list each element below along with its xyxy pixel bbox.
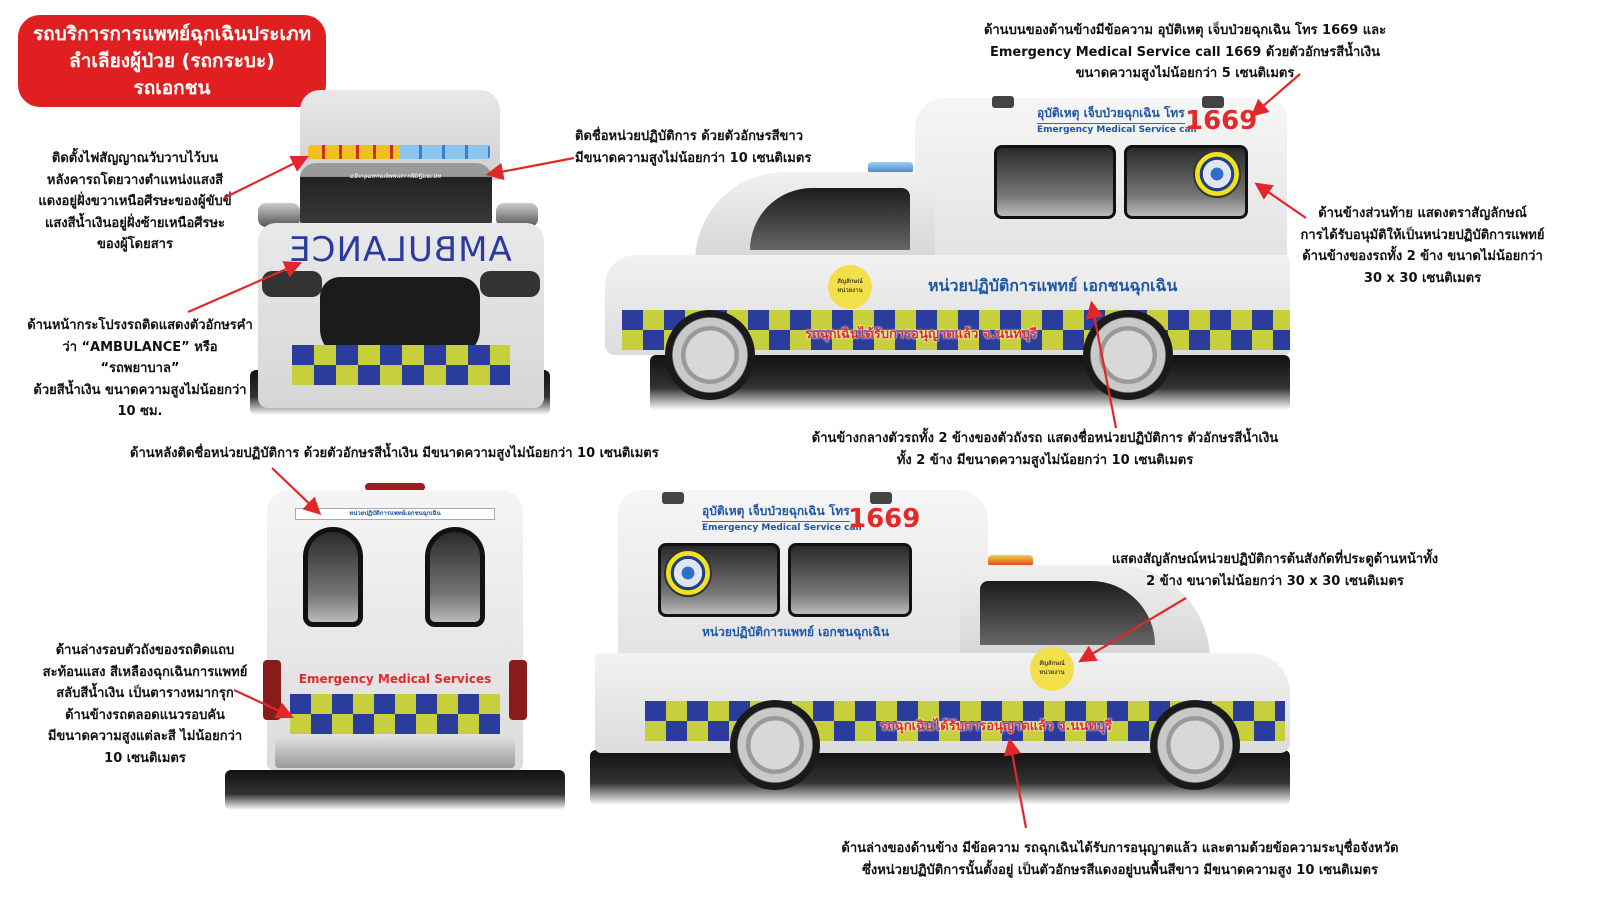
approval-emblem — [664, 549, 712, 597]
annotation-line: ด้านหลังติดชื่อหน่วยปฏิบัติการ ด้วยตัวอั… — [130, 446, 659, 461]
front-wheel — [1150, 700, 1240, 790]
canopy-vent — [870, 492, 892, 504]
annotation-line: ติดตั้งไฟสัญญาณวับวาบไว้บน — [51, 151, 219, 166]
rear-bumper — [275, 738, 515, 768]
annotation-line: แสดงสัญลักษณ์หน่วยปฏิบัติการต้นสังกัดที่… — [1111, 552, 1439, 567]
annotation-door-emblem: แสดงสัญลักษณ์หน่วยปฏิบัติการต้นสังกัดที่… — [1110, 549, 1440, 592]
annotation-line: ด้านข้างกลางตัวรถทั้ง 2 ข้างของตัวถังรถ … — [811, 431, 1279, 446]
front-checker-strip — [292, 345, 510, 385]
side-view-vehicle-left: อุบัติเหตุ เจ็บป่วยฉุกเฉิน โทร Emergency… — [600, 90, 1300, 415]
annotation-rear-side-emblem: ด้านข้างส่วนท้าย แสดงตราสัญลักษณ์ การได้… — [1300, 203, 1545, 289]
rear-window-right — [425, 527, 485, 627]
hotline-number: 1669 — [848, 504, 921, 534]
annotation-line: 10 เซนติเมตร — [104, 750, 186, 766]
emblem-placeholder: สัญลักษณ์ หน่วยงาน — [1030, 647, 1074, 691]
annotation-front-hood: ด้านหน้ากระโปรงรถติดแสดงตัวอักษรคำ ว่า “… — [20, 315, 260, 423]
canopy-vent — [992, 96, 1014, 108]
annotation-line: ขนาดความสูงไม่น้อยกว่า 5 เซนติเมตร — [1075, 66, 1295, 81]
annotation-line: ด้านหน้ากระโปรงรถติดแสดงตัวอักษรคำ — [27, 318, 253, 333]
emblem-label: สัญลักษณ์ — [837, 278, 863, 285]
annotation-line: ติดชื่อหน่วยปฏิบัติการ ด้วยตัวอักษรสีขาว — [575, 129, 803, 144]
rear-brake-light — [365, 483, 425, 491]
windshield: หน่วยปฏิบัติการแพทย์เอกชนฉุกเฉิน — [300, 163, 492, 225]
headlight-left — [262, 271, 322, 297]
title-box: รถบริการการแพทย์ฉุกเฉินประเภท ลำเลียงผู้… — [18, 15, 326, 107]
canopy-vent — [1202, 96, 1224, 108]
canopy-unit-name: หน่วยปฏิบัติการแพทย์ เอกชนฉุกเฉิน — [702, 625, 890, 639]
rear-window-left — [303, 527, 363, 627]
approval-emblem — [1193, 150, 1241, 198]
cab-window — [750, 188, 910, 250]
annotation-line: ด้านบนของด้านข้างมีข้อความ อุบัติเหตุ เจ… — [983, 23, 1387, 38]
annotation-line: การได้รับอนุมัติให้เป็นหน่วยปฏิบัติการแพ… — [1300, 227, 1545, 243]
rear-wheel — [730, 700, 820, 790]
annotation-line: ด้านข้างของรถทั้ง 2 ข้าง ขนาดไม่น้อยกว่า — [1302, 249, 1543, 264]
tail-light-left — [263, 660, 281, 720]
annotation-line: ด้านข้างส่วนท้าย แสดงตราสัญลักษณ์ — [1318, 206, 1527, 221]
annotation-lower-side-text: ด้านล่างของด้านข้าง มีข้อความ รถฉุกเฉินไ… — [830, 838, 1410, 881]
annotation-line: 2 ข้าง ขนาดไม่น้อยกว่า 30 x 30 เซนติเมตร — [1146, 573, 1404, 589]
hotline-number: 1669 — [1185, 106, 1258, 136]
title-line: รถเอกชน — [133, 77, 211, 99]
side-view-vehicle-right: อุบัติเหตุ เจ็บป่วยฉุกเฉิน โทร Emergency… — [590, 485, 1300, 810]
title-line: ลำเลียงผู้ป่วย (รถกระบะ) — [69, 50, 275, 72]
permit-text: รถฉุกเฉินได้รับการอนุญาตแล้ว จ.นนทบุรี — [805, 327, 1037, 342]
emblem-placeholder: สัญลักษณ์ หน่วยงาน — [828, 265, 872, 309]
annotation-windshield-name: ติดชื่อหน่วยปฏิบัติการ ด้วยตัวอักษรสีขาว… — [575, 126, 811, 169]
canopy-text-thai: อุบัติเหตุ เจ็บป่วยฉุกเฉิน โทร — [1037, 104, 1185, 124]
rear-view-vehicle: หน่วยปฏิบัติการแพทย์เอกชนฉุกเฉิน Emergen… — [225, 480, 565, 810]
annotation-light-bar: ติดตั้งไฟสัญญาณวับวาบไว้บน หลังคารถโดยวา… — [20, 148, 250, 256]
annotation-line: 30 x 30 เซนติเมตร — [1363, 270, 1482, 286]
canopy-text-english: Emergency Medical Service call — [1037, 125, 1197, 135]
front-light-bar — [308, 145, 490, 159]
annotation-line: ทั้ง 2 ข้าง มีขนาดความสูงไม่น้อยกว่า 10 … — [896, 452, 1194, 468]
red-light-bar — [988, 555, 1033, 567]
annotation-line: สะท้อนแสง สีเหลืองฉุกเฉินการแพทย์ — [42, 664, 248, 680]
windshield-text: หน่วยปฏิบัติการแพทย์เอกชนฉุกเฉิน — [350, 173, 442, 180]
rear-ems-text: Emergency Medical Services — [298, 672, 492, 686]
annotation-line: แสงสีน้ำเงินอยู่ฝั่งซ้ายเหนือศีรษะ — [44, 215, 226, 231]
canopy-text-thai: อุบัติเหตุ เจ็บป่วยฉุกเฉิน โทร — [702, 502, 850, 522]
annotation-top-side-text: ด้านบนของด้านข้างมีข้อความ อุบัติเหตุ เจ… — [975, 20, 1395, 85]
annotation-line: ซึ่งหน่วยปฏิบัติการนั้นตั้งอยู่ เป็นตัวอ… — [862, 862, 1378, 878]
annotation-middle-side-name: ด้านข้างกลางตัวรถทั้ง 2 ข้างของตัวถังรถ … — [800, 428, 1290, 471]
canopy-text-english: Emergency Medical Service call — [702, 523, 862, 533]
headlight-right — [480, 271, 540, 297]
annotation-line: ด้านล่างของด้านข้าง มีข้อความ รถฉุกเฉินไ… — [841, 841, 1399, 856]
tail-light-right — [509, 660, 527, 720]
title-line: รถบริการการแพทย์ฉุกเฉินประเภท — [32, 23, 312, 45]
emblem-label: หน่วยงาน — [1039, 669, 1065, 676]
annotation-line: ด้านข้างรถตลอดแนวรอบคัน — [65, 707, 225, 723]
annotation-line: ด้านล่างรอบตัวถังของรถติดแถบ — [55, 643, 235, 658]
hood-text: AMBULANCE — [288, 230, 512, 270]
annotation-line: หลังคารถโดยวางตำแหน่งแสงสี — [46, 172, 224, 188]
front-view-vehicle: หน่วยปฏิบัติการแพทย์เอกชนฉุกเฉิน AMBULAN… — [240, 85, 560, 415]
emblem-label: หน่วยงาน — [837, 287, 863, 294]
canopy-window-front — [788, 543, 912, 617]
annotation-line: 10 ซม. — [117, 404, 163, 419]
annotation-line: แดงอยู่ฝั่งขวาเหนือศีรษะของผู้ขับขี่ — [38, 194, 232, 209]
unit-name-text: หน่วยปฏิบัติการแพทย์ เอกชนฉุกเฉิน — [928, 276, 1178, 295]
permit-text: รถฉุกเฉินได้รับการอนุญาตแล้ว จ.นนทบุรี — [880, 719, 1112, 734]
rear-wheel — [1083, 310, 1173, 400]
rear-name-banner: หน่วยปฏิบัติการแพทย์เอกชนฉุกเฉิน — [295, 508, 495, 520]
blue-light-bar — [868, 162, 913, 174]
canopy-window-front — [994, 145, 1116, 219]
annotation-rear-name: ด้านหลังติดชื่อหน่วยปฏิบัติการ ด้วยตัวอั… — [130, 443, 659, 465]
annotation-line: “รถพยาบาล” — [100, 361, 180, 376]
annotation-line: มีขนาดความสูงแต่ละสี ไม่น้อยกว่า — [47, 729, 243, 744]
canopy-vent — [662, 492, 684, 504]
annotation-line: ว่า “AMBULANCE” หรือ — [62, 339, 218, 355]
annotation-line: มีขนาดความสูงไม่น้อยกว่า 10 เซนติเมตร — [575, 150, 812, 166]
emblem-label: สัญลักษณ์ — [1039, 660, 1065, 667]
annotation-line: ด้วยสีน้ำเงิน ขนาดความสูงไม่น้อยกว่า — [33, 382, 247, 398]
annotation-line: สลับสีน้ำเงิน เป็นตารางหมากรุก — [56, 686, 234, 701]
annotation-line: Emergency Medical Service call 1669 ด้วย… — [989, 44, 1381, 60]
rear-checker-strip — [290, 694, 500, 734]
rear-banner-text: หน่วยปฏิบัติการแพทย์เอกชนฉุกเฉิน — [349, 510, 441, 517]
annotation-line: ของผู้โดยสาร — [97, 237, 173, 252]
annotation-reflective-strip: ด้านล่างรอบตัวถังของรถติดแถบ สะท้อนแสง ส… — [30, 640, 260, 769]
front-wheel — [665, 310, 755, 400]
